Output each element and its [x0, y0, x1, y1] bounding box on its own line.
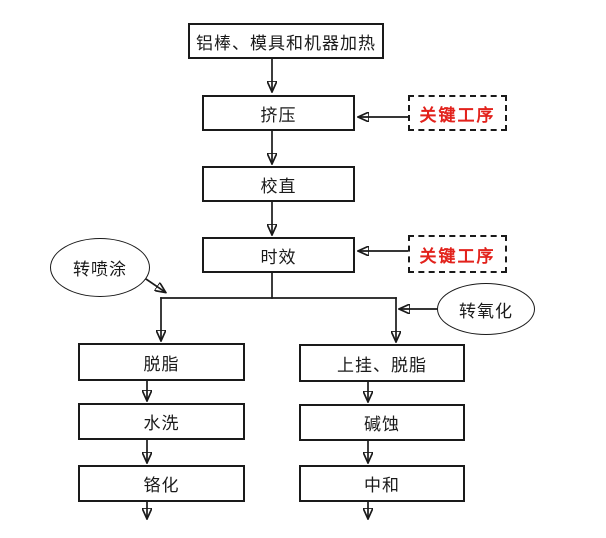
ellipse-to-oxidation-label: 转氧化: [459, 301, 513, 321]
node-alkali-etching: 碱蚀: [299, 404, 465, 441]
node-extrusion: 挤压: [202, 95, 355, 131]
node-chromating: 铬化: [78, 465, 245, 502]
key-process-box-2: 关键工序: [408, 235, 507, 273]
node-alkali-etching-label: 碱蚀: [364, 415, 400, 434]
node-neutralization: 中和: [299, 465, 465, 502]
arrow-spraying-to-branch: [141, 275, 165, 292]
key-process-label-1: 关键工序: [419, 105, 496, 125]
node-degreasing: 脱脂: [78, 343, 245, 381]
node-degreasing-label: 脱脂: [143, 354, 180, 374]
node-water-wash: 水洗: [78, 403, 245, 440]
key-process-label-2: 关键工序: [419, 246, 496, 266]
key-process-box-1: 关键工序: [408, 95, 507, 131]
node-neutralization-label: 中和: [364, 476, 400, 495]
node-water-wash-label: 水洗: [143, 414, 180, 433]
node-chromating-label: 铬化: [143, 476, 180, 495]
node-extrusion-label: 挤压: [260, 105, 297, 125]
node-hanging-degreasing: 上挂、脱脂: [299, 344, 465, 382]
node-heating-label: 铝棒、模具和机器加热: [196, 33, 376, 53]
ellipse-to-oxidation: 转氧化: [437, 283, 535, 335]
node-aging: 时效: [202, 237, 355, 273]
ellipse-to-spraying: 转喷涂: [50, 238, 150, 297]
node-straightening-label: 校直: [260, 176, 297, 196]
node-hanging-degreasing-label: 上挂、脱脂: [337, 355, 427, 375]
node-aging-label: 时效: [260, 247, 297, 267]
node-heating: 铝棒、模具和机器加热: [188, 23, 384, 59]
node-straightening: 校直: [202, 166, 355, 202]
ellipse-to-spraying-label: 转喷涂: [73, 260, 127, 279]
